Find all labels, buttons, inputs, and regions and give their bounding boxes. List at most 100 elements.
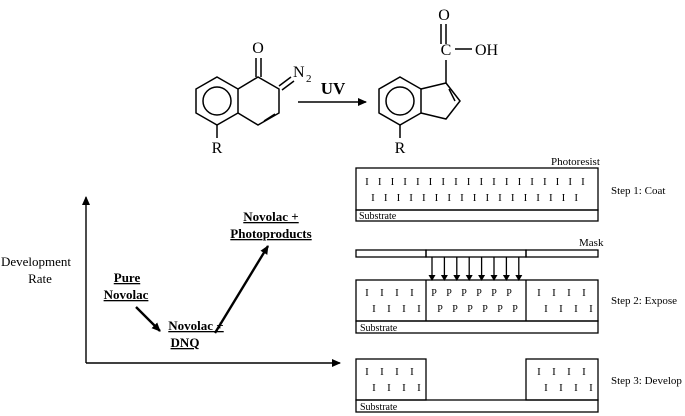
photoproduct-mark: P xyxy=(437,304,443,315)
photoproduct-mark: P xyxy=(431,288,437,299)
resist-mark: I xyxy=(429,176,433,188)
resist-mark: I xyxy=(552,366,556,378)
resist-mark: I xyxy=(380,366,384,378)
resist-mark: I xyxy=(422,192,426,204)
novolac-dnq-label: Novolac + DNQ xyxy=(168,318,223,350)
step1-substrate-label: Substrate xyxy=(359,211,397,222)
photoproduct-mark: P xyxy=(452,304,458,315)
resist-mark: I xyxy=(505,176,509,188)
resist-mark: I xyxy=(447,192,451,204)
photoproduct-mark: P xyxy=(446,288,452,299)
product-hydroxyl-label: OH xyxy=(475,42,499,59)
product-five-ring xyxy=(420,82,461,120)
resist-mark: I xyxy=(567,287,571,299)
resist-mark: I xyxy=(454,176,458,188)
resist-mark: I xyxy=(435,192,439,204)
reactant-diazo-ring xyxy=(237,76,280,126)
step3-label: Step 3: Develop xyxy=(611,375,682,387)
resist-mark: I xyxy=(372,382,376,394)
resist-mark: I xyxy=(498,192,502,204)
resist-mark: I xyxy=(567,366,571,378)
resist-mark: I xyxy=(511,192,515,204)
resist-mark: I xyxy=(365,287,369,299)
resist-mark: I xyxy=(365,176,369,188)
reactant-molecule xyxy=(195,58,295,138)
photoproduct-mark: P xyxy=(467,304,473,315)
resist-mark: I xyxy=(562,192,566,204)
photoproduct-mark: P xyxy=(476,288,482,299)
pure-novolac-line1: Pure xyxy=(114,270,141,285)
resist-mark: I xyxy=(416,176,420,188)
step1-substrate xyxy=(355,209,599,222)
resist-mark: I xyxy=(536,192,540,204)
y-axis-label-line1: Development xyxy=(1,254,71,269)
resist-mark: I xyxy=(460,192,464,204)
resist-mark: I xyxy=(467,176,471,188)
resist-mark: I xyxy=(574,303,578,315)
resist-mark: I xyxy=(556,176,560,188)
resist-mark: I xyxy=(530,176,534,188)
product-oxygen-label: O xyxy=(438,7,450,24)
resist-mark: I xyxy=(574,192,578,204)
resist-mark: I xyxy=(582,287,586,299)
photoresist-label: Photoresist xyxy=(551,156,600,168)
photoproduct-mark: P xyxy=(461,288,467,299)
reactant-benzene-ring xyxy=(195,76,239,126)
resist-mark: I xyxy=(568,176,572,188)
resist-mark: I xyxy=(589,382,593,394)
resist-mark: I xyxy=(395,287,399,299)
resist-mark: I xyxy=(387,382,391,394)
mask xyxy=(355,249,599,258)
step2-label: Step 2: Expose xyxy=(611,295,677,307)
step3-substrate xyxy=(355,399,599,413)
product-molecule xyxy=(378,24,472,138)
resist-mark: I xyxy=(543,176,547,188)
resist-mark: I xyxy=(397,192,401,204)
resist-mark: I xyxy=(417,382,421,394)
y-axis-label-line2: Rate xyxy=(28,271,52,286)
photoproduct-mark: P xyxy=(512,304,518,315)
resist-mark: I xyxy=(537,287,541,299)
resist-mark: I xyxy=(410,366,414,378)
resist-mark: I xyxy=(552,287,556,299)
resist-mark: I xyxy=(402,303,406,315)
mask-label: Mask xyxy=(579,237,604,249)
resist-mark: I xyxy=(492,176,496,188)
rate-increase-arrow xyxy=(213,245,270,334)
novolac-dnq-line1: Novolac + xyxy=(168,318,223,333)
resist-mark: I xyxy=(537,366,541,378)
resist-mark: I xyxy=(574,382,578,394)
rate-decrease-arrow xyxy=(135,306,161,332)
product-carbon-label: C xyxy=(441,42,452,59)
novolac-photoproducts-line1: Novolac + xyxy=(243,209,298,224)
product-carbonyl-bond xyxy=(440,24,447,44)
resist-mark: I xyxy=(402,382,406,394)
resist-mark: I xyxy=(384,192,388,204)
uv-exposure-arrows xyxy=(428,257,523,281)
resist-mark: I xyxy=(559,382,563,394)
pure-novolac-line2: Novolac xyxy=(104,287,149,302)
photoproduct-mark: P xyxy=(506,288,512,299)
resist-mark: I xyxy=(441,176,445,188)
reactant-diazo-label: N xyxy=(293,64,305,81)
resist-mark: I xyxy=(559,303,563,315)
step2-substrate-label: Substrate xyxy=(360,323,398,334)
resist-mark: I xyxy=(371,192,375,204)
step2-substrate xyxy=(355,320,599,334)
photoproduct-mark: P xyxy=(482,304,488,315)
reactant-r-label: R xyxy=(212,140,223,157)
resist-mark: I xyxy=(582,366,586,378)
resist-mark: I xyxy=(473,192,477,204)
resist-mark: I xyxy=(378,176,382,188)
photoproduct-mark: P xyxy=(497,304,503,315)
resist-mark: I xyxy=(581,176,585,188)
resist-mark: I xyxy=(518,176,522,188)
photoproduct-mark: P xyxy=(491,288,497,299)
resist-mark: I xyxy=(549,192,553,204)
resist-mark: I xyxy=(387,303,391,315)
novolac-photoproducts-line2: Photoproducts xyxy=(230,226,311,241)
resist-mark: I xyxy=(479,176,483,188)
reactant-diazo-bond xyxy=(278,76,295,91)
